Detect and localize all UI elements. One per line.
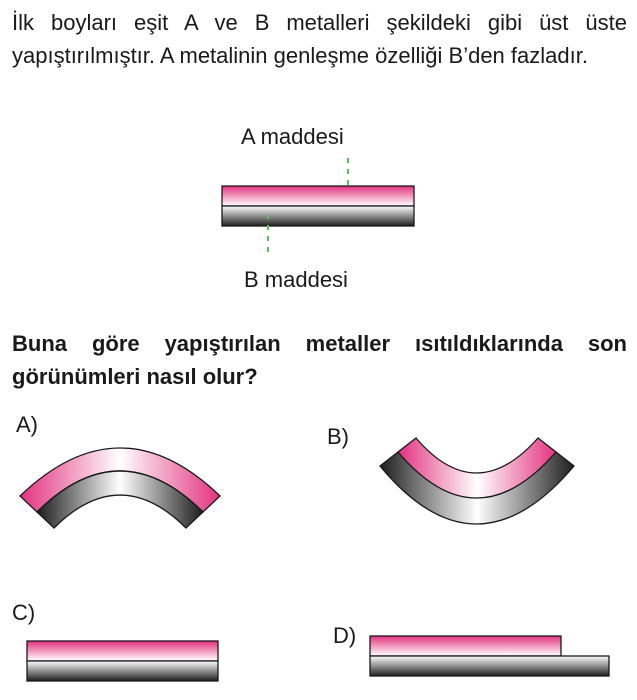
option-a-black-layer xyxy=(36,470,204,529)
option-d-pink-strip xyxy=(369,635,562,657)
label-b-maddesi: B maddesi xyxy=(244,267,348,292)
option-c-black-strip xyxy=(26,660,219,682)
question-prompt: Buna göre yapıştırılan metaller ısıtıldı… xyxy=(12,331,627,389)
option-b-pink-layer xyxy=(397,437,557,499)
option-c-figure[interactable] xyxy=(26,640,219,682)
option-d-letter[interactable]: D) xyxy=(333,623,357,648)
option-d-figure[interactable] xyxy=(369,635,610,677)
label-a-maddesi: A maddesi xyxy=(241,124,344,149)
option-a-figure[interactable] xyxy=(19,447,221,529)
option-b-figure[interactable] xyxy=(379,437,575,525)
option-c-letter[interactable]: C) xyxy=(12,600,36,625)
question-intro: İlk boyları eşit A ve B metalleri şekild… xyxy=(12,10,627,68)
metal-b-strip xyxy=(221,205,415,227)
main-figure xyxy=(221,158,415,254)
option-d-black-strip xyxy=(369,655,610,677)
option-a-letter[interactable]: A) xyxy=(16,412,38,437)
option-c-pink-strip xyxy=(26,640,219,662)
metal-a-strip xyxy=(221,185,415,207)
option-b-letter[interactable]: B) xyxy=(327,424,349,449)
